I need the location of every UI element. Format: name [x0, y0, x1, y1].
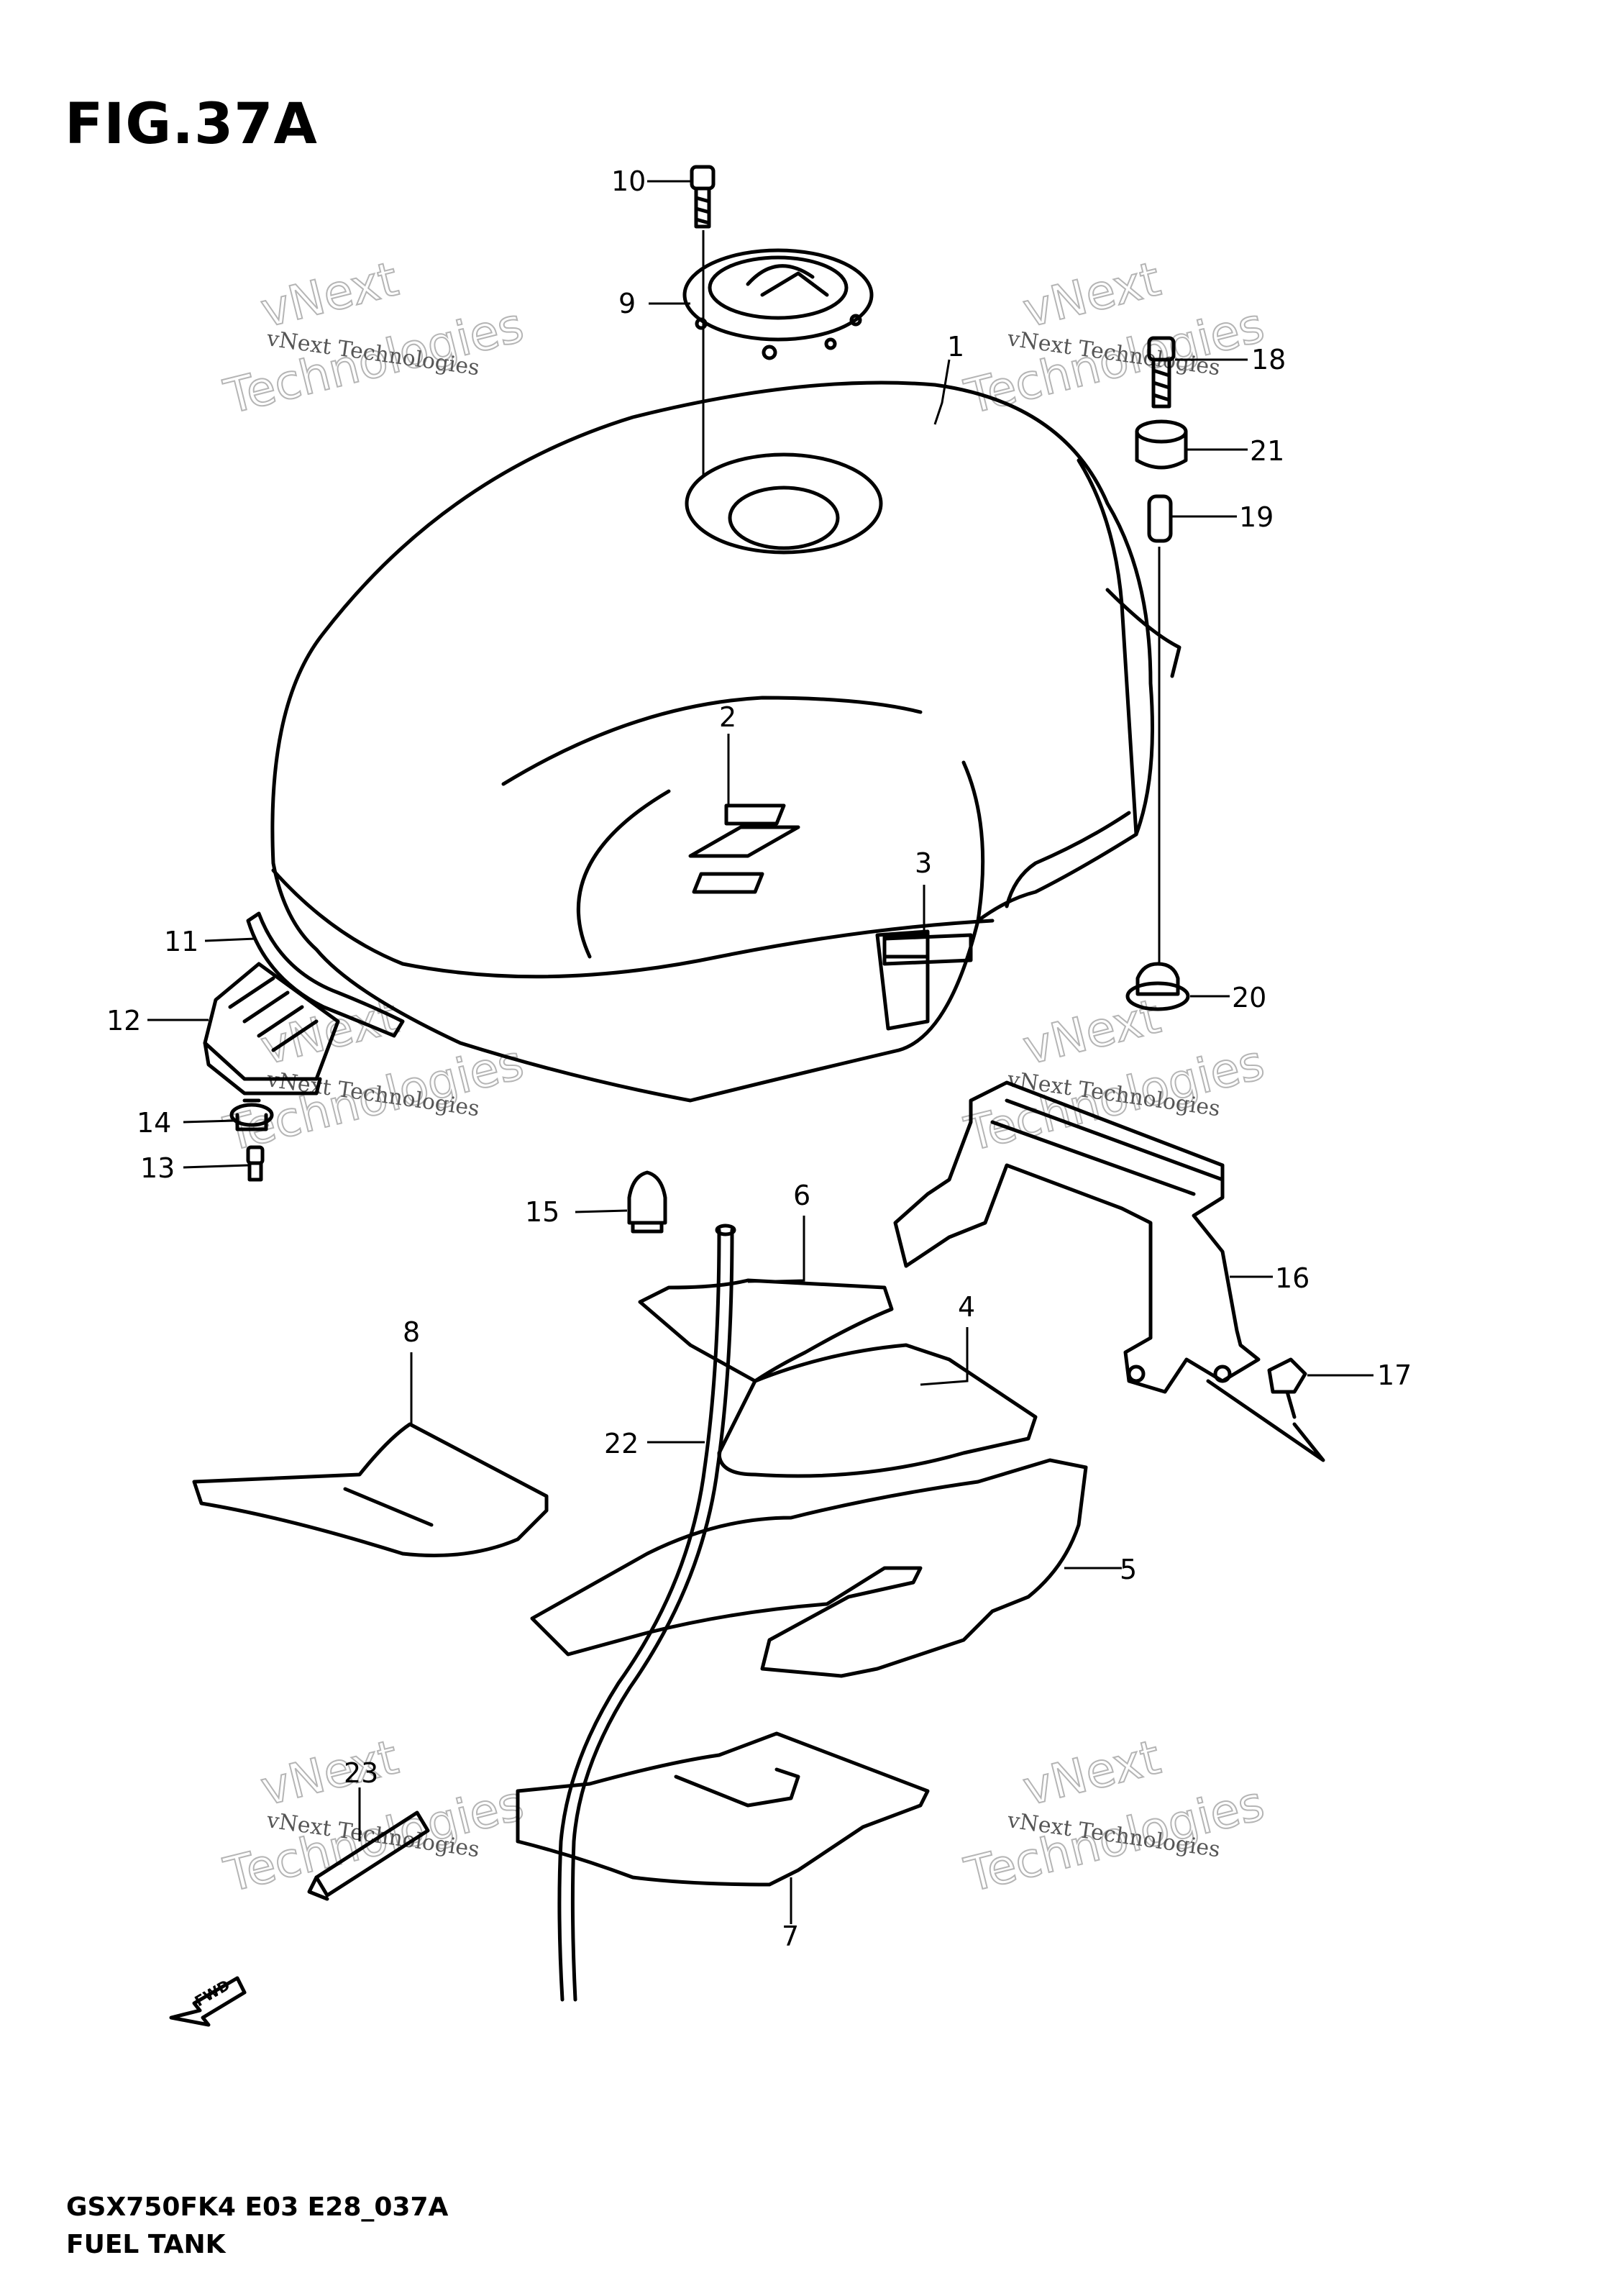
watermark-bottom-left: vNext Technologies vNext Technologies [218, 1728, 529, 1904]
svg-text:19: 19 [1239, 501, 1274, 533]
callout-10: 10 [611, 165, 692, 197]
callout-20: 20 [1190, 982, 1266, 1013]
callout-5: 5 [1064, 1554, 1137, 1585]
figure-title: FIG.37A [65, 92, 318, 157]
part-21-collar [1135, 419, 1188, 470]
part-6-pad [638, 1278, 894, 1383]
callout-7: 7 [782, 1877, 799, 1952]
svg-text:4: 4 [958, 1291, 975, 1323]
callout-23: 23 [344, 1757, 378, 1841]
svg-text:2: 2 [719, 701, 736, 733]
svg-text:7: 7 [782, 1921, 799, 1952]
callout-18: 18 [1175, 344, 1286, 375]
watermark-mid-right: vNext Technologies vNext Technologies [959, 988, 1270, 1163]
part-16-bracket [893, 1080, 1261, 1394]
fwd-arrow-icon: FWD [169, 1976, 247, 2027]
callout-15: 15 [525, 1196, 628, 1228]
part-19-spacer [1147, 494, 1173, 543]
callout-2: 2 [719, 701, 736, 806]
svg-text:14: 14 [137, 1107, 171, 1139]
part-12-cushion [203, 962, 340, 1095]
part-1-fuel-tank [270, 381, 1181, 1103]
svg-text:13: 13 [140, 1152, 175, 1184]
part-7-pad [516, 1731, 930, 1887]
part-5-pad [530, 1458, 1088, 1678]
part-4-pad [717, 1343, 1038, 1478]
callout-3: 3 [915, 847, 932, 935]
watermark-top-right: vNext Technologies vNext Technologies [959, 250, 1270, 426]
part-20-grommet [1125, 962, 1190, 1011]
svg-text:8: 8 [403, 1316, 420, 1348]
svg-text:20: 20 [1232, 982, 1266, 1013]
callout-17: 17 [1307, 1359, 1412, 1391]
part-15-bump-stop [627, 1170, 667, 1234]
callout-13: 13 [140, 1152, 249, 1184]
callout-19: 19 [1172, 501, 1274, 533]
part-13-screw [246, 1145, 265, 1182]
part-3-pad [882, 933, 973, 966]
part-11-trim-strip [246, 911, 405, 1038]
callout-22: 22 [604, 1428, 705, 1459]
callout-1: 1 [933, 331, 964, 425]
svg-text:22: 22 [604, 1428, 639, 1459]
assembly-guide-lines [702, 230, 1161, 964]
svg-text:6: 6 [793, 1180, 810, 1211]
callout-6: 6 [747, 1180, 810, 1283]
part-18-bolt [1147, 336, 1176, 409]
svg-text:17: 17 [1377, 1359, 1412, 1391]
svg-text:16: 16 [1275, 1262, 1310, 1294]
callout-21: 21 [1187, 435, 1284, 467]
callout-16: 16 [1230, 1262, 1310, 1294]
svg-text:12: 12 [106, 1005, 141, 1037]
svg-text:vNext: vNext [255, 1729, 403, 1816]
callout-9: 9 [618, 288, 690, 319]
watermark-mid-left: vNext Technologies vNext Technologies [218, 988, 529, 1163]
svg-text:5: 5 [1120, 1554, 1137, 1585]
svg-text:15: 15 [525, 1196, 559, 1228]
watermark-bottom-right: vNext Technologies vNext Technologies [959, 1728, 1270, 1904]
diagram-name: FUEL TANK [66, 2230, 226, 2259]
svg-text:9: 9 [618, 288, 636, 319]
diagram-code: GSX750FK4 E03 E28_037A [66, 2192, 449, 2222]
part-9-fuel-cap [682, 248, 874, 360]
callout-11: 11 [164, 926, 256, 957]
svg-text:21: 21 [1250, 435, 1284, 467]
callout-8: 8 [403, 1316, 420, 1424]
part-17-bolt [1206, 1357, 1325, 1462]
svg-text:11: 11 [164, 926, 198, 957]
svg-text:18: 18 [1251, 344, 1286, 375]
part-14-nut [229, 1098, 274, 1131]
svg-text:23: 23 [344, 1757, 378, 1789]
part-22-hose [557, 1224, 736, 2002]
part-10-bolt [690, 165, 716, 229]
svg-text:3: 3 [915, 847, 932, 879]
watermark-top-left: vNext Technologies vNext Technologies [218, 250, 529, 426]
svg-text:10: 10 [611, 165, 646, 197]
part-23-clamp [307, 1810, 430, 1901]
part-2-emblem [688, 803, 800, 894]
svg-text:vNext: vNext [255, 251, 403, 338]
svg-text:1: 1 [947, 331, 964, 363]
callout-12: 12 [106, 1005, 209, 1037]
part-8-pad [192, 1422, 549, 1557]
callout-14: 14 [137, 1107, 234, 1139]
callout-4: 4 [920, 1291, 975, 1386]
